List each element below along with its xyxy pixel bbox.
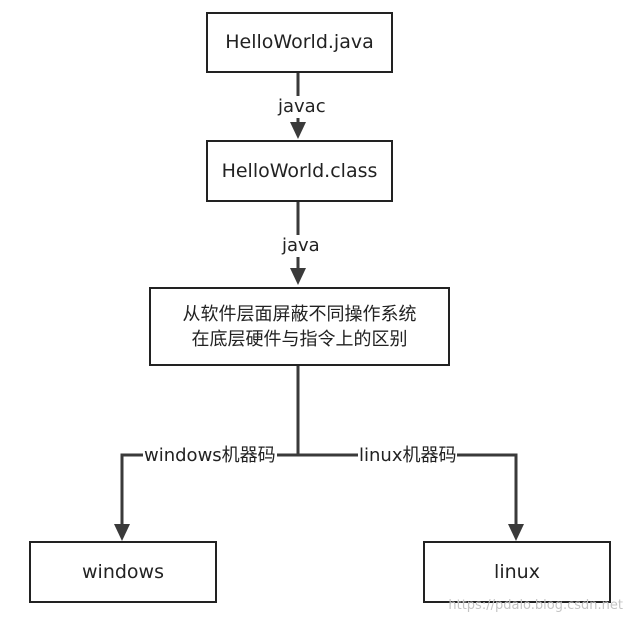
node-helloworld-class: HelloWorld.class — [206, 140, 393, 202]
node-helloworld-class-label: HelloWorld.class — [221, 159, 378, 182]
arrowhead-java — [290, 268, 306, 285]
node-linux: linux — [423, 541, 611, 603]
node-helloworld-java-label: HelloWorld.java — [225, 31, 374, 54]
arrowhead-windows — [114, 524, 130, 541]
watermark-text: https://pdalo.blog.csdn.net — [448, 598, 623, 613]
arrowhead-linux — [508, 524, 524, 541]
edge-label-java: java — [281, 235, 321, 257]
edge-label-linux-machine-code: linux机器码 — [358, 445, 458, 467]
arrowhead-javac — [290, 122, 306, 139]
edge-label-javac: javac — [277, 96, 327, 118]
node-jvm-line-1: 从软件层面屏蔽不同操作系统 — [182, 303, 417, 325]
node-helloworld-java: HelloWorld.java — [206, 12, 393, 73]
node-windows-label: windows — [82, 560, 164, 583]
node-linux-label: linux — [494, 560, 540, 583]
edge-label-windows-machine-code: windows机器码 — [143, 445, 277, 467]
node-jvm-abstraction: 从软件层面屏蔽不同操作系统 在底层硬件与指令上的区别 — [149, 287, 450, 366]
node-windows: windows — [29, 541, 217, 603]
node-jvm-line-2: 在底层硬件与指令上的区别 — [191, 328, 408, 350]
